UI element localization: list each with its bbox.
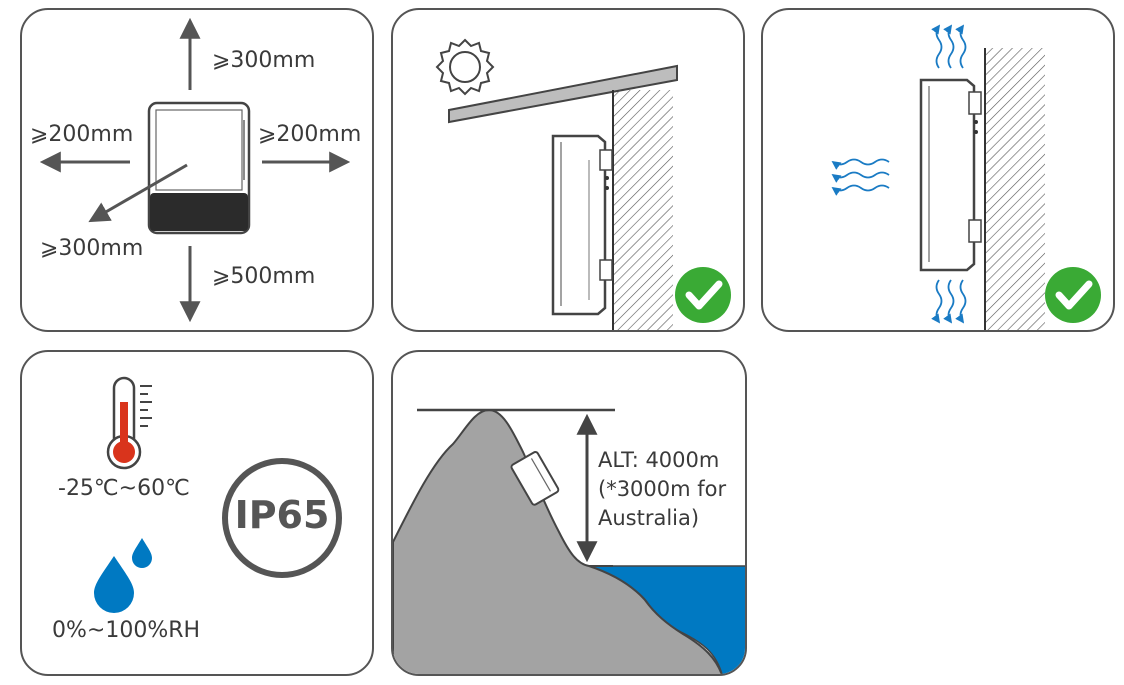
altitude-line-3: Australia) bbox=[598, 506, 700, 530]
mountain bbox=[393, 408, 723, 674]
clearance-diagram bbox=[39, 17, 351, 323]
arrow-front bbox=[88, 163, 188, 223]
ip65-badge-icon bbox=[222, 458, 342, 578]
roof-shelter bbox=[448, 64, 678, 124]
thermometer-icon bbox=[106, 376, 152, 470]
clearance-bottom-label: ⩾500mm bbox=[212, 264, 316, 289]
humidity-droplet-icon bbox=[94, 538, 152, 613]
airflow-down-icon bbox=[931, 279, 967, 324]
clearance-left-label: ⩾200mm bbox=[30, 122, 134, 147]
clearance-right-label: ⩾200mm bbox=[258, 122, 362, 147]
altitude-panel: ALT: 4000m (*3000m for Australia) bbox=[391, 350, 747, 676]
sun-shelter-diagram bbox=[435, 38, 731, 330]
wall bbox=[985, 48, 1045, 330]
altitude-line-1: ALT: 4000m bbox=[598, 448, 720, 472]
humidity-range-label: 0%~100%RH bbox=[52, 618, 201, 643]
ip-rating-label: IP65 bbox=[234, 493, 330, 537]
airflow-up-icon bbox=[931, 24, 967, 69]
altitude-diagram bbox=[393, 408, 745, 674]
environment-diagram bbox=[94, 376, 342, 613]
inverter-front-icon bbox=[147, 101, 251, 235]
ventilation-diagram bbox=[831, 24, 1101, 330]
airflow-left-icon bbox=[831, 158, 890, 196]
temperature-range-label: -25℃~60℃ bbox=[58, 476, 190, 501]
check-icon bbox=[675, 267, 731, 323]
environment-panel: -25℃~60℃ 0%~100%RH IP65 bbox=[20, 350, 374, 676]
inverter-side-icon bbox=[919, 78, 982, 272]
check-icon bbox=[1045, 267, 1101, 323]
inverter-on-slope-icon bbox=[510, 451, 560, 506]
clearance-front-label: ⩾300mm bbox=[40, 236, 144, 261]
clearance-top-label: ⩾300mm bbox=[212, 48, 316, 73]
wall bbox=[613, 90, 673, 330]
altitude-line-2: (*3000m for bbox=[598, 477, 727, 501]
inverter-side-icon bbox=[551, 134, 613, 316]
sun-shelter-panel bbox=[391, 8, 745, 332]
ventilation-panel bbox=[761, 8, 1115, 332]
altitude-text: ALT: 4000m (*3000m for Australia) bbox=[598, 446, 726, 533]
clearance-panel: ⩾300mm ⩾200mm ⩾200mm ⩾300mm ⩾500mm bbox=[20, 8, 374, 332]
sun-icon bbox=[435, 38, 495, 96]
